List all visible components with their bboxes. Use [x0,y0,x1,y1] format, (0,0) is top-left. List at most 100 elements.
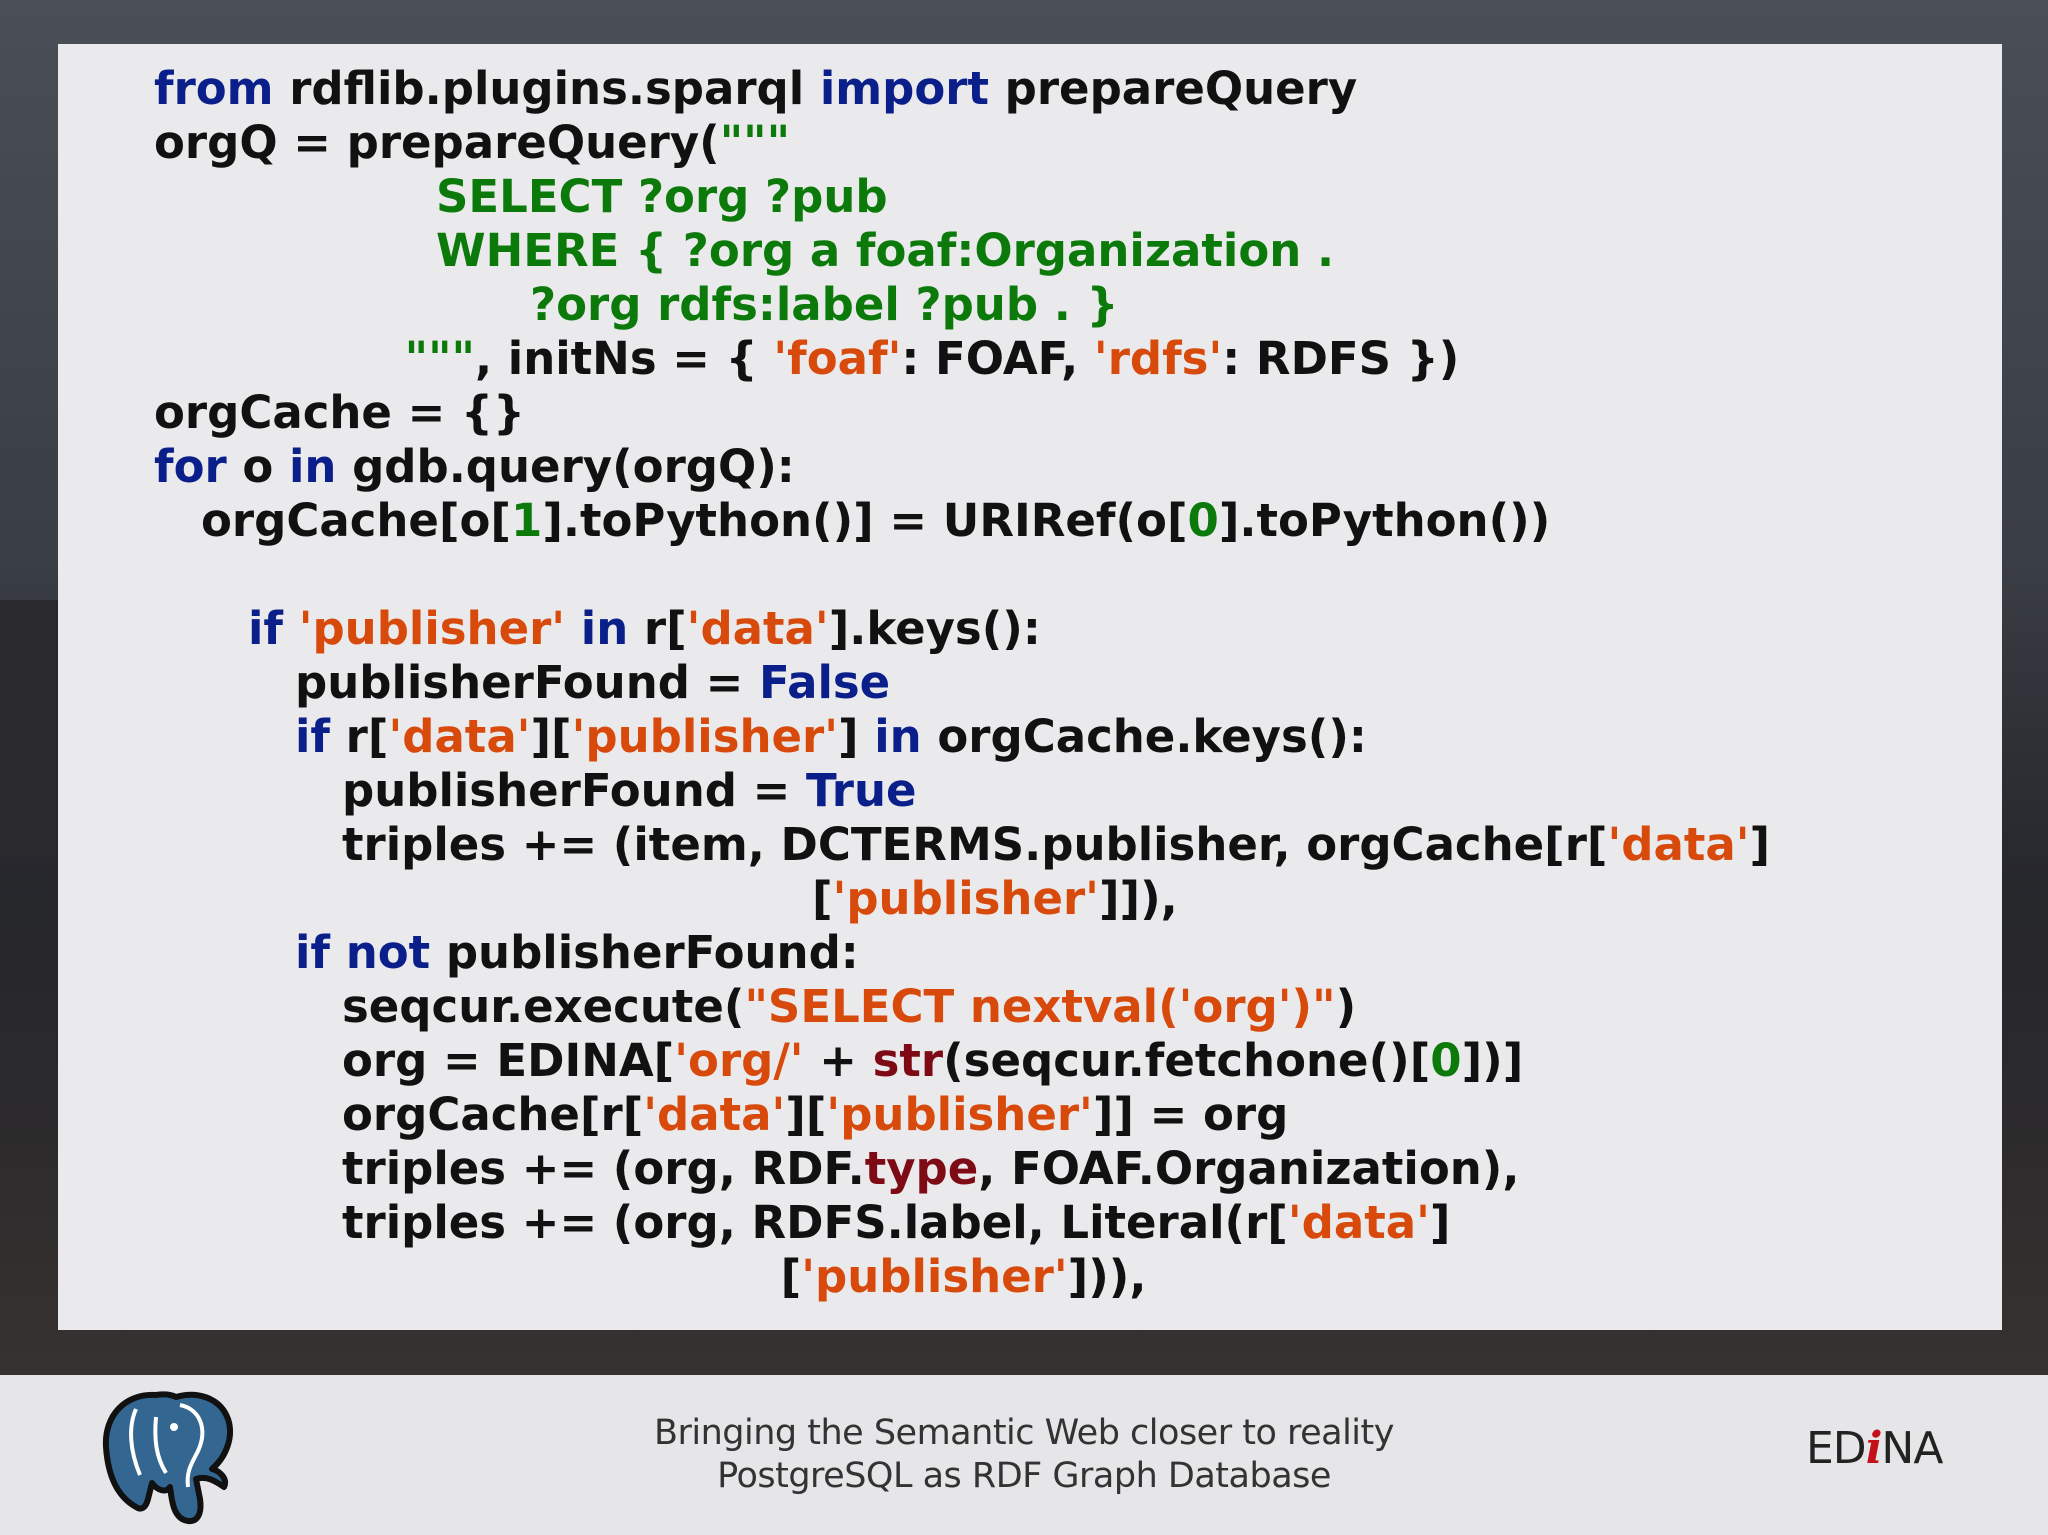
code-token: ].keys(): [828,602,1041,655]
code-token: 'publisher' [571,710,839,763]
code-token: [ [154,1250,802,1303]
slide-footer: Bringing the Semantic Web closer to real… [0,1375,2048,1535]
code-line: if r['data']['publisher'] in orgCache.ke… [154,710,1770,764]
code-token: 'publisher' [801,1250,1068,1303]
code-token: 'data' [643,1088,786,1141]
code-line: publisherFound = True [154,764,1770,818]
code-token: orgQ = prepareQuery( [154,116,720,169]
code-line: from rdflib.plugins.sparql import prepar… [154,62,1770,116]
code-token: 'rdfs' [1093,332,1223,385]
code-token: if [248,602,284,655]
code-token: publisherFound = [154,656,759,709]
code-block: from rdflib.plugins.sparql import prepar… [154,62,1770,1304]
code-line: orgCache[r['data']['publisher']] = org [154,1088,1770,1142]
code-token: + [803,1034,873,1087]
code-token: , FOAF.Organization), [978,1142,1520,1195]
code-token: (seqcur.fetchone()[ [943,1034,1431,1087]
code-token: str [872,1034,944,1087]
code-token: not [345,926,431,979]
edina-logo: EDiNA [1806,1423,1976,1483]
code-token [565,602,581,655]
code-token: 'data' [686,602,829,655]
code-token: ].toPython()) [1218,494,1551,547]
code-token [154,332,405,385]
code-token: ) [1335,980,1357,1033]
code-line: for o in gdb.query(orgQ): [154,440,1770,494]
code-token [154,926,295,979]
code-line: ?org rdfs:label ?pub . } [154,278,1770,332]
code-line: """, initNs = { 'foaf': FOAF, 'rdfs': RD… [154,332,1770,386]
code-token: r[ [330,710,389,763]
footer-caption-title: Bringing the Semantic Web closer to real… [654,1413,1394,1453]
code-token: 'publisher' [298,602,566,655]
code-line [154,548,1770,602]
code-token: 0 [1187,494,1219,547]
code-token: seqcur.execute( [154,980,745,1033]
code-token: 'publisher' [826,1088,1093,1141]
code-token: ])), [1067,1250,1147,1303]
code-line: if 'publisher' in r['data'].keys(): [154,602,1770,656]
code-token: 0 [1430,1034,1462,1087]
code-token: "SELECT nextval('org')" [744,980,1336,1033]
code-token: [ [154,872,833,925]
code-token: ][ [530,710,572,763]
code-token: ][ [785,1088,827,1141]
code-token: 'publisher' [832,872,1099,925]
code-token: ] [838,710,875,763]
code-token: triples += (item, DCTERMS.publisher, org… [154,818,1608,871]
code-token: """ [719,116,791,169]
code-token: ].toPython()] = URIRef(o[ [542,494,1188,547]
code-token [154,602,248,655]
code-token: ])] [1461,1034,1524,1087]
footer-caption-subtitle: PostgreSQL as RDF Graph Database [717,1456,1331,1496]
code-token: ?org rdfs:label ?pub . } [154,278,1119,331]
code-token: prepareQuery [988,62,1358,115]
code-token: if [295,710,331,763]
code-token: orgCache[o[ [154,494,511,547]
code-token: in [288,440,337,493]
code-token: SELECT ?org ?pub [154,170,888,223]
code-line: SELECT ?org ?pub [154,170,1770,224]
code-token: True [806,764,917,817]
code-token: o [226,440,289,493]
code-token: r[ [628,602,687,655]
code-line: ['publisher']]), [154,872,1770,926]
code-token [154,710,295,763]
code-token: in [874,710,922,763]
code-token: orgCache[r[ [154,1088,644,1141]
code-token: 'data' [1287,1196,1430,1249]
code-line: if not publisherFound: [154,926,1770,980]
code-token: if [295,926,331,979]
code-token: gdb.query(orgQ): [336,440,795,493]
code-line: publisherFound = False [154,656,1770,710]
code-token: 'org/' [674,1034,804,1087]
code-line: seqcur.execute("SELECT nextval('org')") [154,980,1770,1034]
code-line: WHERE { ?org a foaf:Organization . [154,224,1770,278]
code-token: WHERE { ?org a foaf:Organization . [154,224,1335,277]
code-token: orgCache.keys(): [921,710,1367,763]
code-token: 'foaf' [773,332,902,385]
code-token: in [580,602,629,655]
code-token: publisherFound = [154,764,806,817]
code-token: False [759,656,891,709]
code-token [283,602,299,655]
code-token: triples += (org, RDFS.label, Literal(r[ [154,1196,1288,1249]
code-panel: from rdflib.plugins.sparql import prepar… [58,44,2002,1330]
edina-logo-mark: i [1865,1423,1883,1474]
code-token: 'data' [388,710,531,763]
code-token: ]]), [1098,872,1178,925]
code-line: ['publisher'])), [154,1250,1770,1304]
edina-logo-prefix: ED [1806,1423,1867,1474]
code-token: from [154,62,274,115]
code-token: org = EDINA[ [154,1034,675,1087]
code-token: 'data' [1607,818,1750,871]
code-line: orgCache[o[1].toPython()] = URIRef(o[0].… [154,494,1770,548]
code-token: : RDFS }) [1222,332,1460,385]
code-token: ] [1429,1196,1451,1249]
code-token: : FOAF, [901,332,1094,385]
code-token: publisherFound: [430,926,859,979]
code-line: triples += (org, RDFS.label, Literal(r['… [154,1196,1770,1250]
code-token: """ [404,332,476,385]
code-token: rdflib.plugins.sparql [273,62,820,115]
code-token: 1 [511,494,543,547]
